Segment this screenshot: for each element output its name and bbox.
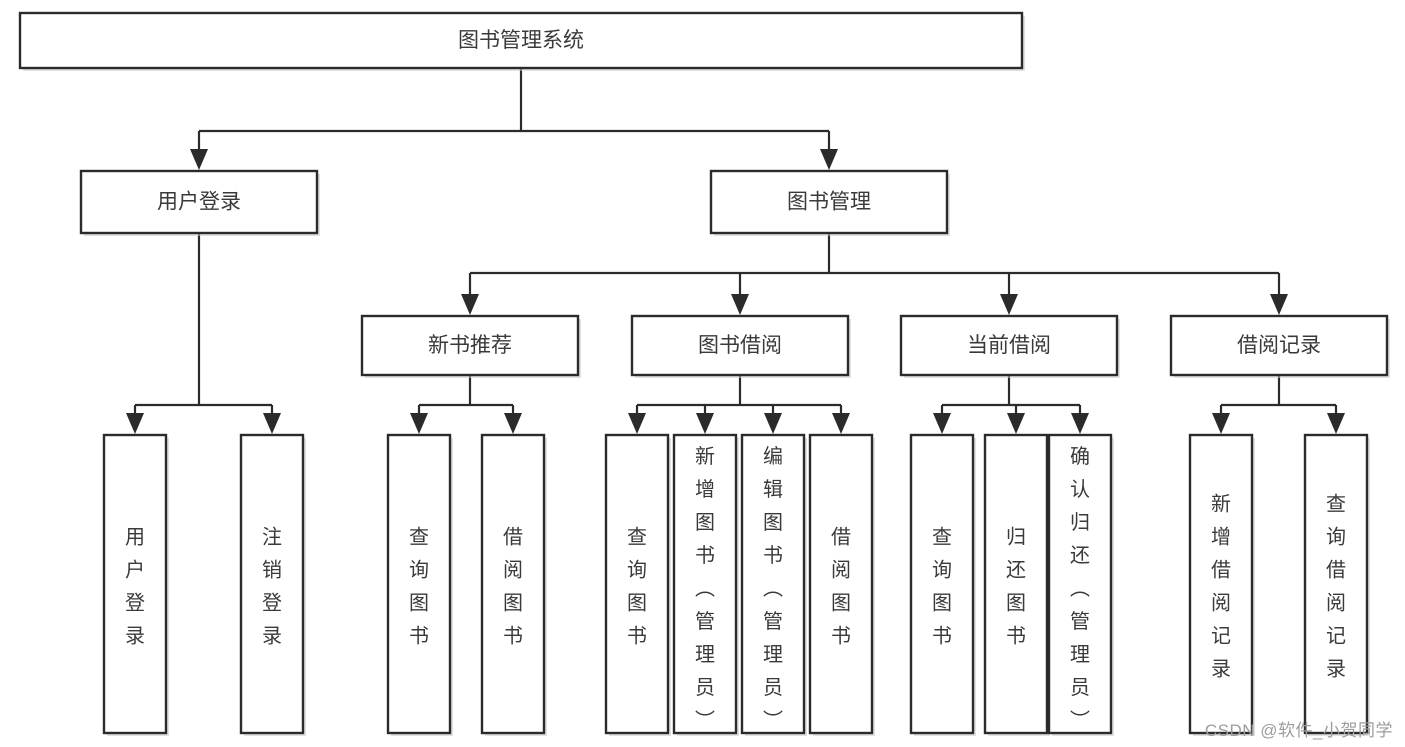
- node-leaf-query-book-2[interactable]: 查询图书: [604, 433, 671, 736]
- node-label: 用户登录: [157, 191, 241, 214]
- node-label: 借阅记录: [1237, 334, 1321, 357]
- node-label: 图书管理: [787, 191, 871, 214]
- node-leaf-add-record[interactable]: 新增借阅记录: [1188, 433, 1255, 736]
- node-label: 新书推荐: [428, 334, 512, 357]
- node-new-book-recommend[interactable]: 新书推荐: [360, 314, 581, 378]
- node-user-login[interactable]: 用户登录: [79, 169, 320, 236]
- node-label: 编辑图书︵管理员︶: [763, 445, 783, 732]
- node-leaf-logout[interactable]: 注销登录: [239, 433, 306, 736]
- node-box[interactable]: [740, 433, 806, 735]
- node-label: 查询图书: [409, 526, 429, 648]
- node-label: 图书管理系统: [458, 29, 584, 52]
- arrow-head-icon: [126, 413, 144, 434]
- arrow-head-icon: [1270, 294, 1288, 315]
- node-box[interactable]: [630, 314, 850, 377]
- node-box[interactable]: [18, 11, 1024, 70]
- node-current-borrow[interactable]: 当前借阅: [899, 314, 1120, 378]
- arrow-head-icon: [1007, 413, 1025, 434]
- node-box[interactable]: [983, 433, 1049, 735]
- node-label: 借阅图书: [503, 526, 523, 648]
- arrow-head-icon: [628, 413, 646, 434]
- node-label: 新增借阅记录: [1211, 493, 1231, 681]
- node-layer: 图书管理系统用户登录图书管理新书推荐图书借阅当前借阅借阅记录用户登录注销登录查询…: [18, 11, 1390, 736]
- connector-layer: [126, 68, 1345, 434]
- node-label: 查询图书: [627, 526, 647, 648]
- arrow-head-icon: [820, 149, 838, 170]
- watermark-text: CSDN @软件_小贺同学: [1204, 721, 1393, 740]
- arrow-head-icon: [461, 294, 479, 315]
- arrow-head-icon: [1327, 413, 1345, 434]
- node-box[interactable]: [1047, 433, 1113, 735]
- node-leaf-borrow-book-2[interactable]: 借阅图书: [808, 433, 875, 736]
- node-label: 查询借阅记录: [1326, 493, 1346, 681]
- node-label: 用户登录: [125, 527, 145, 648]
- node-label: 借阅图书: [831, 526, 851, 648]
- node-box[interactable]: [899, 314, 1119, 377]
- node-leaf-query-record[interactable]: 查询借阅记录: [1303, 433, 1370, 736]
- arrow-head-icon: [1071, 413, 1089, 434]
- node-box[interactable]: [239, 433, 305, 735]
- node-box[interactable]: [604, 433, 670, 735]
- node-box[interactable]: [79, 169, 319, 235]
- node-box[interactable]: [909, 433, 975, 735]
- node-box[interactable]: [1188, 433, 1254, 735]
- arrow-head-icon: [263, 413, 281, 434]
- arrow-head-icon: [696, 413, 714, 434]
- node-leaf-add-book[interactable]: 新增图书︵管理员︶: [672, 433, 739, 736]
- node-label: 查询图书: [932, 526, 952, 648]
- arrow-head-icon: [190, 149, 208, 170]
- node-box[interactable]: [360, 314, 580, 377]
- arrow-head-icon: [1000, 294, 1018, 315]
- node-box[interactable]: [386, 433, 452, 735]
- arrow-head-icon: [832, 413, 850, 434]
- node-leaf-edit-book[interactable]: 编辑图书︵管理员︶: [740, 433, 807, 736]
- arrow-head-icon: [731, 294, 749, 315]
- node-leaf-borrow-book-1[interactable]: 借阅图书: [480, 433, 547, 736]
- node-box[interactable]: [102, 433, 168, 735]
- node-label: 确认归还︵管理员︶: [1070, 445, 1090, 732]
- node-box[interactable]: [672, 433, 738, 735]
- node-box[interactable]: [1169, 314, 1389, 377]
- node-book-borrow[interactable]: 图书借阅: [630, 314, 851, 378]
- node-leaf-user-login[interactable]: 用户登录: [102, 433, 169, 736]
- arrow-head-icon: [410, 413, 428, 434]
- node-box[interactable]: [709, 169, 949, 235]
- arrow-head-icon: [1212, 413, 1230, 434]
- node-box[interactable]: [1303, 433, 1369, 735]
- arrow-head-icon: [764, 413, 782, 434]
- node-borrow-record[interactable]: 借阅记录: [1169, 314, 1390, 378]
- node-leaf-return-book[interactable]: 归还图书: [983, 433, 1050, 736]
- node-leaf-query-book-1[interactable]: 查询图书: [386, 433, 453, 736]
- node-label: 注销登录: [262, 526, 282, 648]
- node-box[interactable]: [480, 433, 546, 735]
- node-book-manage[interactable]: 图书管理: [709, 169, 950, 236]
- node-label: 归还图书: [1006, 526, 1026, 648]
- arrow-head-icon: [933, 413, 951, 434]
- node-label: 当前借阅: [967, 334, 1051, 357]
- node-label: 新增图书︵管理员︶: [695, 445, 715, 732]
- node-leaf-confirm-return[interactable]: 确认归还︵管理员︶: [1047, 433, 1114, 736]
- arrow-head-icon: [504, 413, 522, 434]
- node-leaf-query-book-3[interactable]: 查询图书: [909, 433, 976, 736]
- node-label: 图书借阅: [698, 334, 782, 357]
- node-box[interactable]: [808, 433, 874, 735]
- node-root[interactable]: 图书管理系统: [18, 11, 1025, 71]
